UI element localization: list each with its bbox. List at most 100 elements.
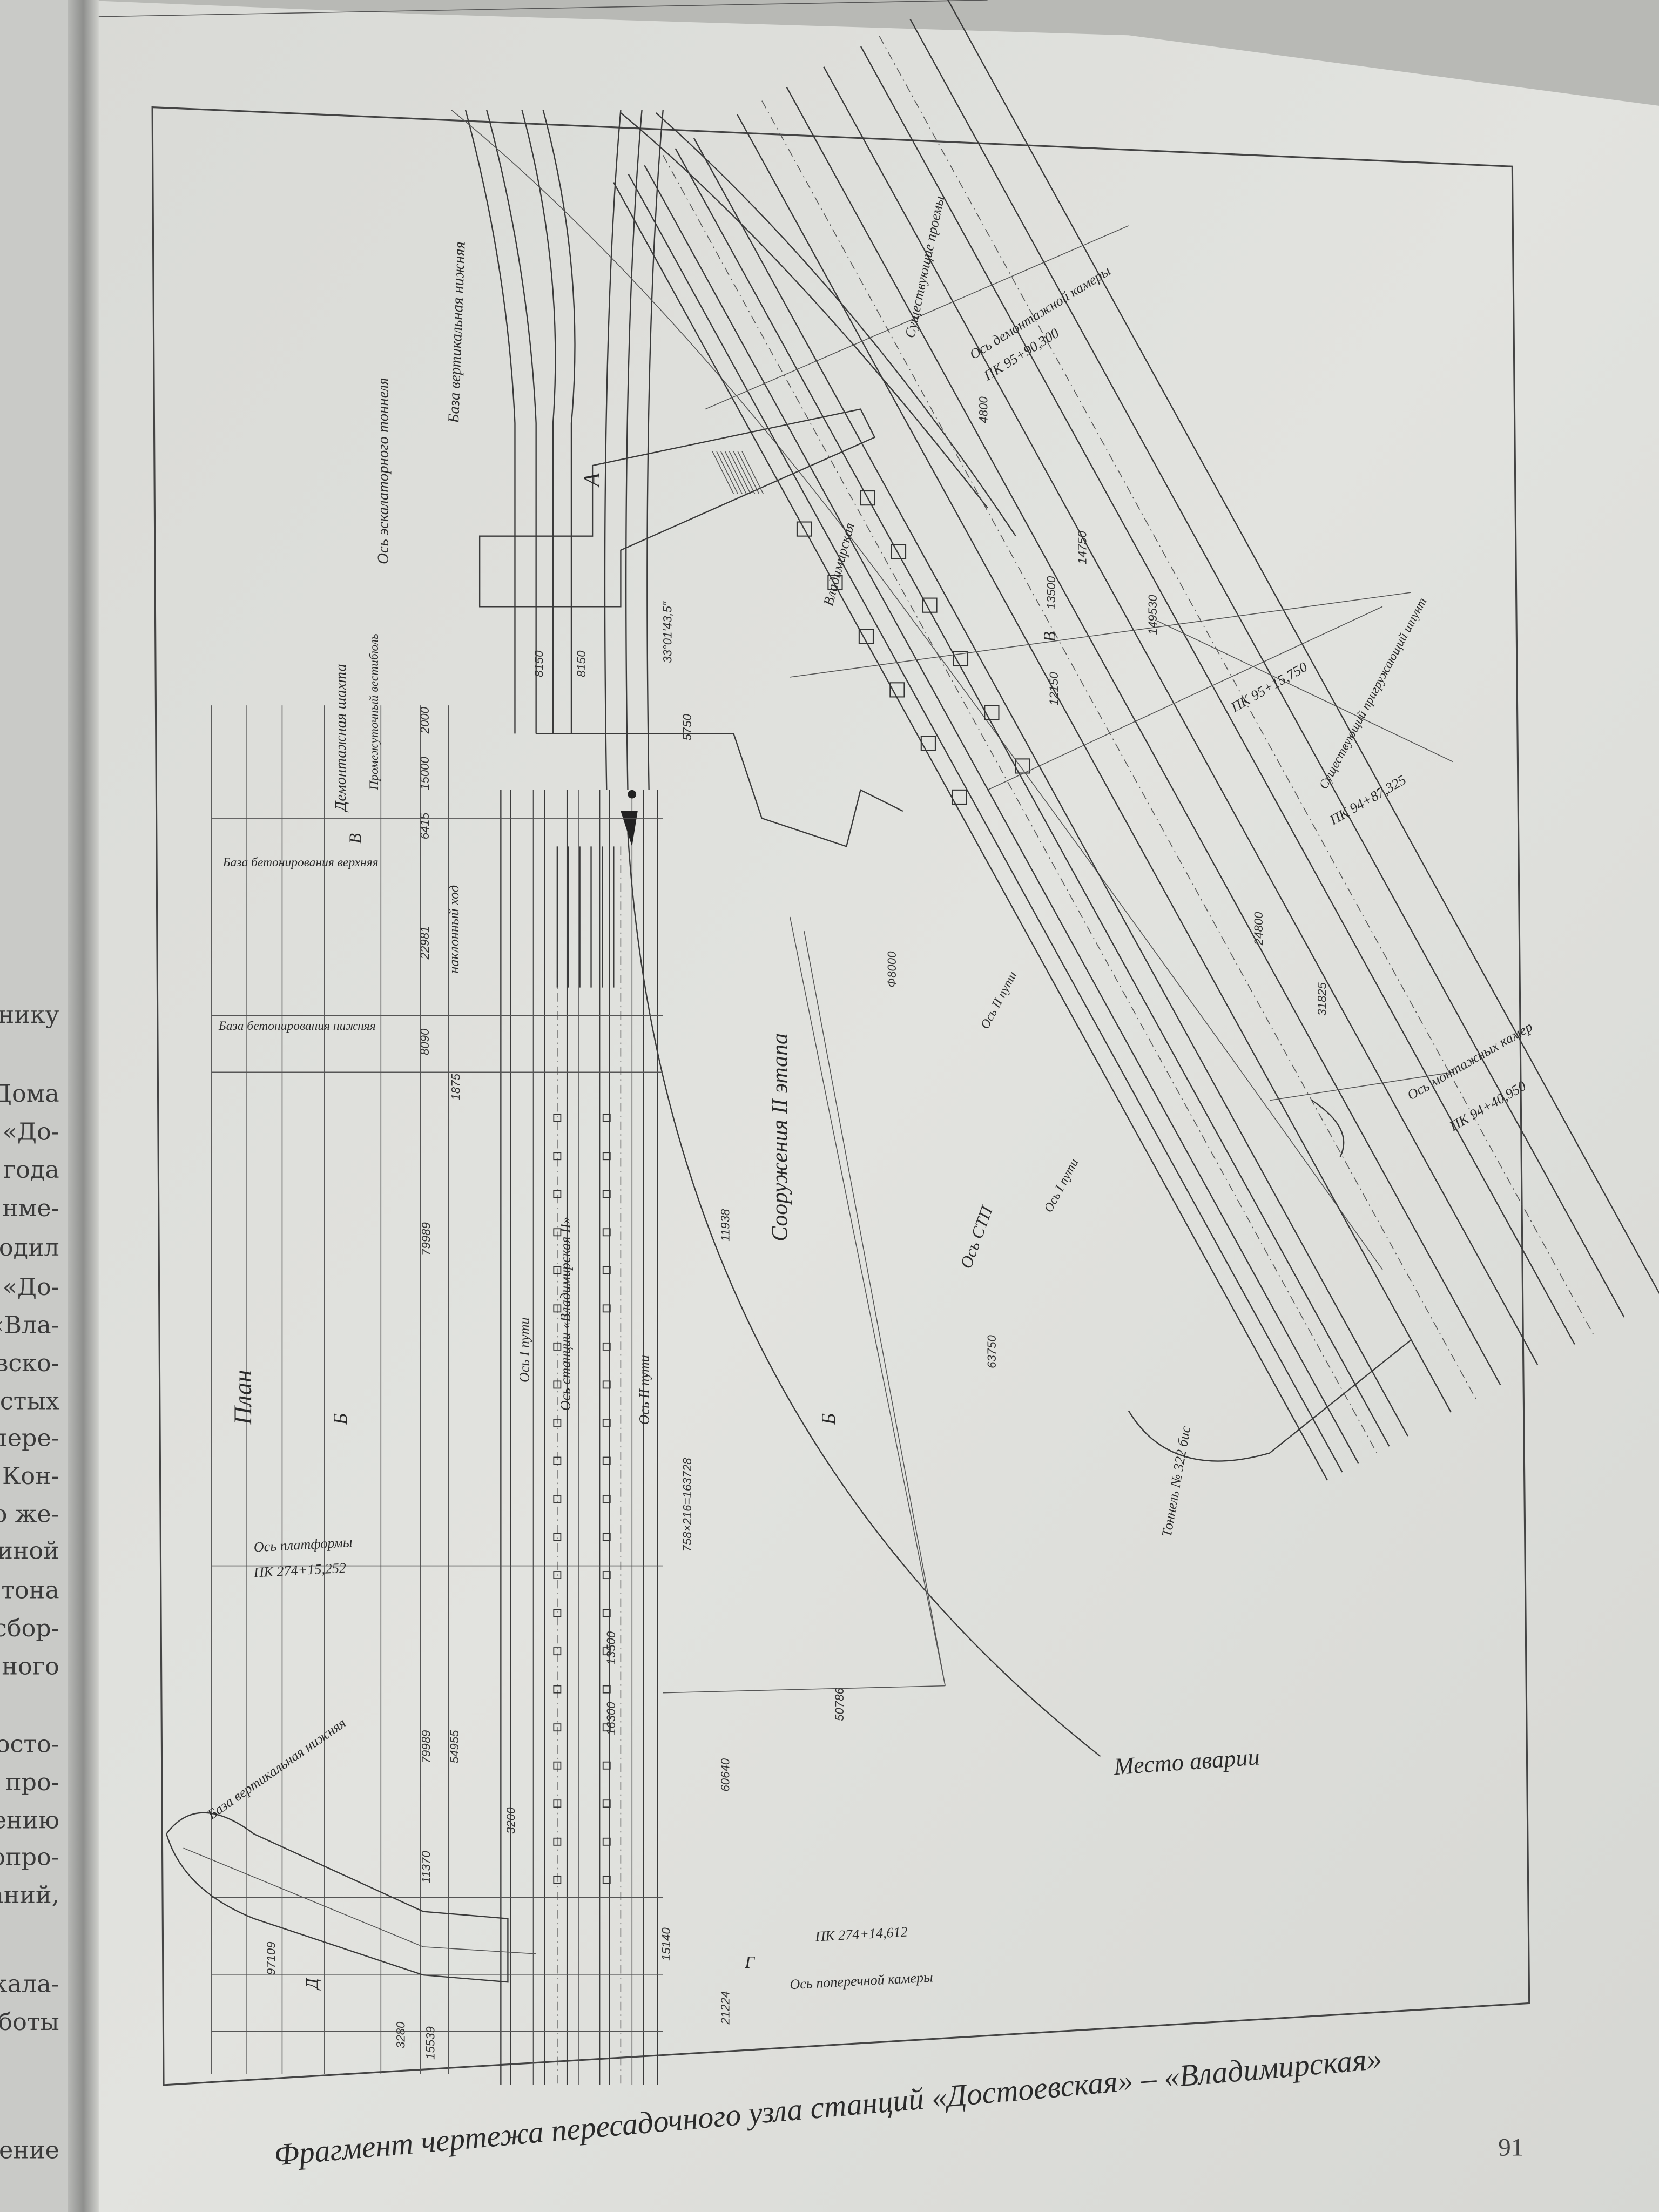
stage2-label: Сооружения II этапа xyxy=(768,1033,793,1242)
dimension-label: 54955 xyxy=(448,1730,461,1763)
drawing-line xyxy=(536,733,903,847)
drawing-line xyxy=(716,451,738,494)
left-page-line: стых xyxy=(0,1388,59,1415)
dimension-label: 79989 xyxy=(420,1222,433,1256)
left-page-line: тона xyxy=(1,1577,59,1604)
drawing-label: База бетонирования нижняя xyxy=(218,1019,376,1033)
platform-column xyxy=(553,1761,562,1770)
left-page-line: Дома xyxy=(0,1080,59,1108)
drawing-label: 33°01'43,5" xyxy=(660,601,674,663)
top-page-edge xyxy=(77,0,1659,106)
station-window xyxy=(891,544,907,559)
left-page-line: нме- xyxy=(2,1195,59,1222)
drawing-line xyxy=(947,0,1659,1294)
dimension-label: 15539 xyxy=(424,2026,437,2060)
platform-column xyxy=(602,1837,611,1846)
platform-column xyxy=(553,1609,562,1617)
drawing-line xyxy=(804,930,946,1686)
drawing xyxy=(165,0,1659,2085)
dimension-label: 2000 xyxy=(418,706,431,734)
drawing-line xyxy=(720,451,743,494)
platform-column xyxy=(602,1342,611,1351)
platform-column xyxy=(602,1304,611,1313)
station-window xyxy=(858,629,874,644)
drawing-label: База бетонирования верхняя xyxy=(222,855,379,869)
drawing-line xyxy=(712,451,734,494)
drawing-label: Г xyxy=(744,1953,755,1972)
platform-column xyxy=(553,1228,562,1237)
drawing-label: наклонный ход xyxy=(446,885,462,974)
dimension-label: 4800 xyxy=(977,396,990,423)
drawing-label: Демонтажная шахта xyxy=(332,664,349,813)
platform-column xyxy=(553,1419,562,1427)
drawing-line xyxy=(183,1847,536,1954)
left-page-line: Кон- xyxy=(2,1462,59,1490)
platform-column xyxy=(602,1761,611,1770)
platform-column xyxy=(602,1799,611,1808)
drawing-label: Ось эскалаторного тоннеля xyxy=(374,378,392,564)
accident-point xyxy=(628,790,637,799)
dimension-label: 8150 xyxy=(575,650,588,677)
platform-column xyxy=(553,1876,562,1884)
drawing-line xyxy=(663,1685,946,1694)
platform-column xyxy=(553,1456,562,1465)
platform-column xyxy=(602,1419,611,1427)
platform-column xyxy=(602,1533,611,1541)
drawing-line xyxy=(879,36,1594,1334)
drawing-line xyxy=(646,110,664,790)
dimension-label: 15140 xyxy=(659,1927,673,1961)
drawing-label: Ось станции «Владимирская II» xyxy=(557,1217,573,1411)
dimension-label: 14750 xyxy=(1075,531,1089,564)
drawing-line xyxy=(724,451,747,494)
dimension-label: Ф8000 xyxy=(885,951,899,988)
dimension-label: 8150 xyxy=(532,650,546,677)
station-window xyxy=(1015,758,1030,774)
left-page-line: «Вла- xyxy=(0,1312,59,1339)
left-page-line: «До- xyxy=(3,1273,59,1301)
drawing-line xyxy=(987,606,1383,791)
dimension-label: 3200 xyxy=(504,1807,517,1834)
left-page-line: аний, xyxy=(0,1881,59,1909)
drawing-line xyxy=(1311,1100,1345,1157)
left-page-line: «До- xyxy=(3,1118,59,1146)
dimension-label: 24800 xyxy=(1252,912,1265,946)
platform-column xyxy=(553,1380,562,1389)
platform-column xyxy=(553,1533,562,1541)
station-window xyxy=(889,682,905,698)
dimension-label: 16300 xyxy=(604,1702,618,1735)
drawing-line xyxy=(486,110,537,734)
drawing-label: Б xyxy=(329,1413,352,1426)
platform-column xyxy=(602,1190,611,1198)
drawing-line xyxy=(644,165,1359,1464)
left-page-line: вско- xyxy=(0,1350,59,1377)
platform-column xyxy=(553,1837,562,1846)
dimension-label: 79989 xyxy=(420,1730,433,1764)
dimension-label: 31825 xyxy=(1316,982,1329,1015)
platform-column xyxy=(602,1876,611,1884)
dimension-label: 22981 xyxy=(418,926,431,960)
platform-column xyxy=(602,1456,611,1465)
drawing-label: А xyxy=(580,473,605,488)
drawing-line xyxy=(478,408,876,608)
dimension-label: 8090 xyxy=(418,1028,431,1055)
arrow-icon xyxy=(621,811,638,847)
drawing-line xyxy=(693,138,1408,1437)
platform-column xyxy=(602,1723,611,1732)
platform-column xyxy=(553,1152,562,1161)
drawing-label: Ось II пути xyxy=(637,1355,652,1425)
page-number: 91 xyxy=(1498,2134,1523,2162)
station-window xyxy=(860,490,875,506)
platform-column xyxy=(553,1495,562,1503)
page-edge-line xyxy=(84,0,988,18)
station-window xyxy=(953,651,969,667)
dimension-label: 13500 xyxy=(604,1631,618,1664)
drawing-line xyxy=(627,832,1101,1757)
platform-column xyxy=(602,1647,611,1656)
platform-column xyxy=(553,1114,562,1122)
drawing-line xyxy=(165,1812,509,1983)
drawing-label: Д xyxy=(302,1977,321,1991)
platform-column xyxy=(602,1152,611,1161)
left-page-line: боты xyxy=(0,2008,59,2036)
dimension-label: 63750 xyxy=(985,1335,999,1368)
drawing-line xyxy=(909,19,1625,1318)
